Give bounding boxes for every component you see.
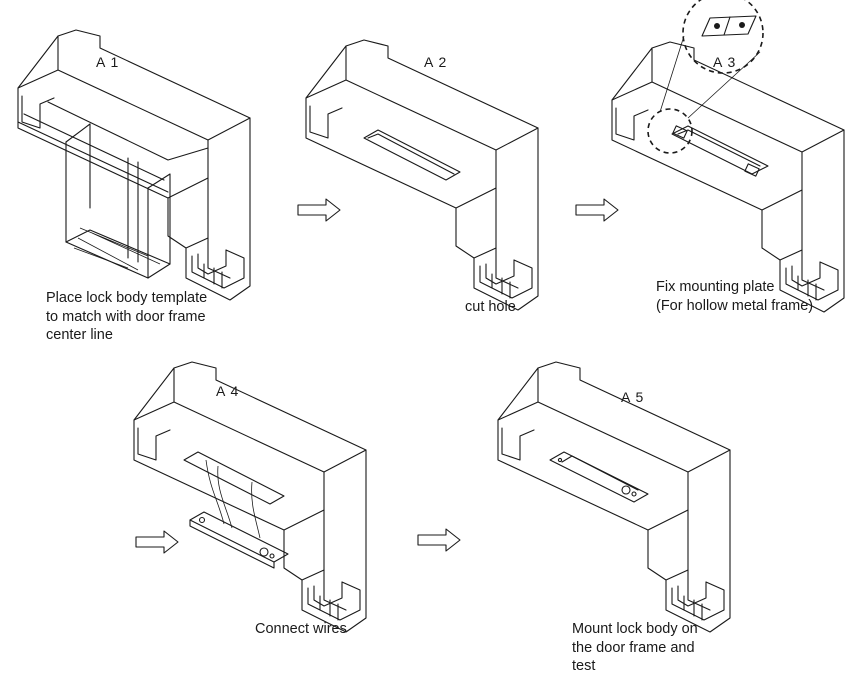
step-caption-a1: Place lock body template to match with d… [46, 289, 207, 345]
step-caption-a3: Fix mounting plate (For hollow metal fra… [656, 278, 813, 315]
step-label-a3: A 3 [713, 54, 737, 70]
step-caption-a2: cut hole [465, 298, 516, 317]
step-a1-illustration [17, 29, 251, 301]
step-a5-illustration [497, 361, 731, 633]
right-arrow-icon [135, 530, 179, 554]
step-label-a2: A 2 [424, 54, 448, 70]
caption-line: to match with door frame [46, 308, 206, 325]
step-a4-illustration [133, 361, 367, 633]
caption-line: test [572, 658, 596, 674]
caption-line: Fix mounting plate [656, 279, 775, 295]
caption-line: Place lock body template [46, 290, 208, 306]
step-a2-illustration [305, 39, 539, 311]
caption-line: the door frame and [572, 639, 695, 656]
step-label-a4: A 4 [216, 383, 240, 399]
caption-line: cut hole [465, 299, 516, 315]
step-label-a5: A 5 [621, 389, 645, 405]
step-caption-a4: Connect wires [255, 620, 347, 639]
right-arrow-icon [297, 198, 341, 222]
caption-line: center line [46, 327, 113, 343]
step-a3-illustration [611, 41, 845, 313]
right-arrow-icon [417, 528, 461, 552]
caption-line: Connect wires [255, 621, 347, 637]
caption-line: Mount lock body on [572, 621, 698, 637]
right-arrow-icon [575, 198, 619, 222]
detail-callout [647, 0, 764, 154]
step-label-a1: A 1 [96, 54, 120, 70]
caption-line: (For hollow metal frame) [656, 297, 814, 314]
step-caption-a5: Mount lock body on the door frame and te… [572, 620, 698, 676]
